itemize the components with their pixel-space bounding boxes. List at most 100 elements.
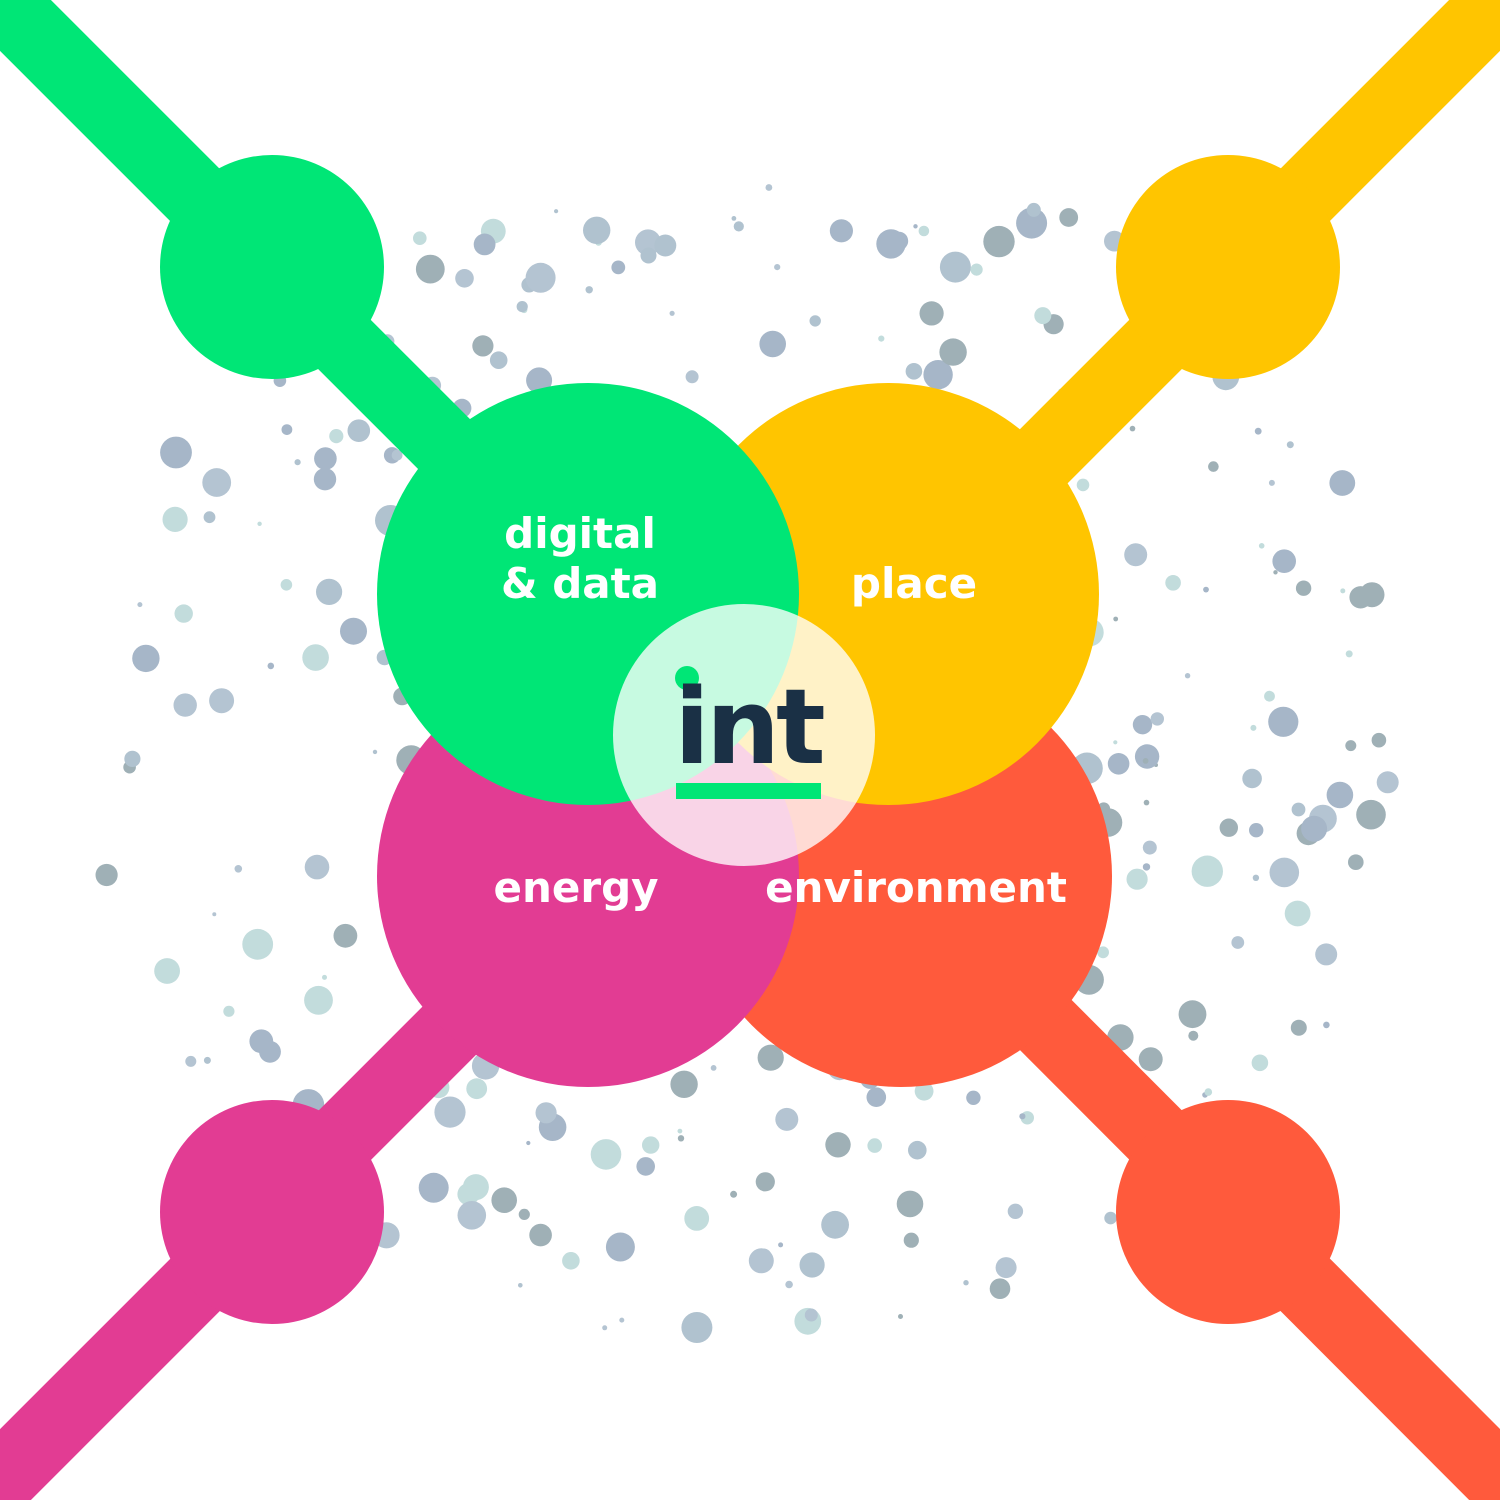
decor-dot	[590, 1139, 622, 1170]
decor-dot	[1258, 543, 1265, 549]
decor-dot	[473, 233, 496, 256]
decor-dot	[681, 1312, 713, 1343]
decor-dot	[526, 1140, 531, 1146]
decor-dot	[1242, 768, 1262, 789]
decor-dot	[162, 506, 188, 532]
decor-dot	[774, 264, 781, 271]
logo-text: int	[674, 666, 824, 788]
decor-dot	[1026, 202, 1041, 217]
decor-dot	[1323, 1021, 1330, 1029]
decor-dot	[1359, 582, 1385, 608]
decor-dot	[1291, 802, 1306, 817]
decor-dot	[491, 1187, 517, 1213]
decor-dot	[1097, 946, 1109, 959]
decor-dot	[304, 985, 333, 1015]
decor-dot	[415, 254, 445, 284]
decor-dot	[203, 1056, 211, 1064]
decor-dot	[1076, 478, 1090, 492]
decor-dot	[1034, 307, 1052, 325]
decor-dot	[1315, 943, 1338, 966]
decor-dot	[457, 1201, 487, 1230]
decor-dot	[466, 1078, 488, 1100]
decor-dot	[160, 436, 192, 469]
decor-dot	[462, 1174, 489, 1201]
decor-dot	[234, 865, 243, 873]
decor-dot	[1273, 570, 1278, 575]
decor-dot	[333, 923, 358, 948]
decor-dot	[1143, 799, 1150, 806]
decor-dot	[518, 1208, 530, 1220]
decor-dot	[1345, 650, 1353, 658]
decor-dot	[1191, 855, 1224, 887]
center-badge	[613, 604, 875, 866]
decor-dot	[677, 1135, 685, 1142]
decor-dot	[983, 225, 1015, 258]
decor-dot	[585, 286, 593, 294]
decor-dot	[1376, 771, 1399, 794]
decor-dot	[1150, 712, 1165, 726]
decor-dot	[1113, 616, 1119, 622]
label-digital-line1: digital	[504, 509, 656, 558]
decor-dot	[1142, 758, 1149, 764]
decor-dot	[526, 367, 553, 394]
decor-dot	[611, 260, 626, 275]
decor-dot	[434, 1096, 466, 1128]
decor-dot	[202, 468, 232, 497]
decor-dot	[605, 1232, 635, 1262]
label-digital-line2: & data	[501, 559, 659, 608]
decor-dot	[733, 221, 744, 232]
decor-dot	[778, 1242, 784, 1248]
decor-dot	[896, 1190, 924, 1218]
decor-dot	[1124, 543, 1148, 567]
decor-dot	[372, 749, 378, 755]
decor-dot	[529, 1223, 552, 1247]
decor-dot	[1249, 823, 1264, 838]
decor-dot	[635, 229, 661, 256]
decor-dot	[1184, 673, 1191, 679]
decor-dot	[340, 617, 367, 645]
decor-dot	[1356, 799, 1386, 830]
decor-dot	[314, 447, 337, 470]
decor-dot	[602, 1325, 608, 1331]
decor-dot	[1345, 740, 1357, 752]
node-environment	[1116, 1100, 1340, 1324]
decor-dot	[132, 644, 160, 673]
decor-dot	[829, 219, 854, 243]
decor-dot	[654, 234, 677, 257]
decor-dot	[516, 301, 528, 313]
decor-dot	[294, 459, 301, 466]
label-environment: environment	[765, 863, 1067, 912]
decor-dot	[804, 1308, 818, 1322]
decor-dot	[1203, 586, 1209, 593]
decor-dot	[1286, 441, 1294, 449]
decor-dot	[809, 315, 821, 327]
decor-dot	[685, 370, 699, 384]
decor-dot	[878, 335, 885, 342]
decor-dot	[919, 301, 944, 326]
decor-dot	[669, 310, 675, 316]
decor-dot	[535, 1102, 557, 1124]
decor-dot	[154, 958, 181, 984]
decor-dot	[302, 644, 329, 671]
decor-dot	[1113, 740, 1118, 745]
decor-dot	[939, 338, 967, 366]
decor-dot	[903, 1232, 919, 1248]
decor-dot	[281, 424, 293, 435]
decor-dot	[1340, 588, 1346, 594]
logo-i-dot	[675, 666, 699, 690]
node-place	[1116, 155, 1340, 379]
decor-dot	[1142, 863, 1151, 871]
decor-dot	[259, 1040, 281, 1063]
decor-dot	[905, 363, 923, 380]
decor-dot	[1329, 470, 1356, 496]
decor-dot	[710, 1065, 717, 1071]
decor-dot	[1007, 1203, 1024, 1220]
decor-dot	[898, 1314, 903, 1319]
decor-dot	[825, 1132, 851, 1158]
decor-dot	[95, 863, 118, 887]
decor-dot	[1208, 461, 1219, 472]
decor-dot	[730, 1190, 738, 1198]
decor-dot	[391, 449, 403, 461]
decor-dot	[1268, 479, 1275, 486]
decor-dot	[677, 1128, 683, 1134]
